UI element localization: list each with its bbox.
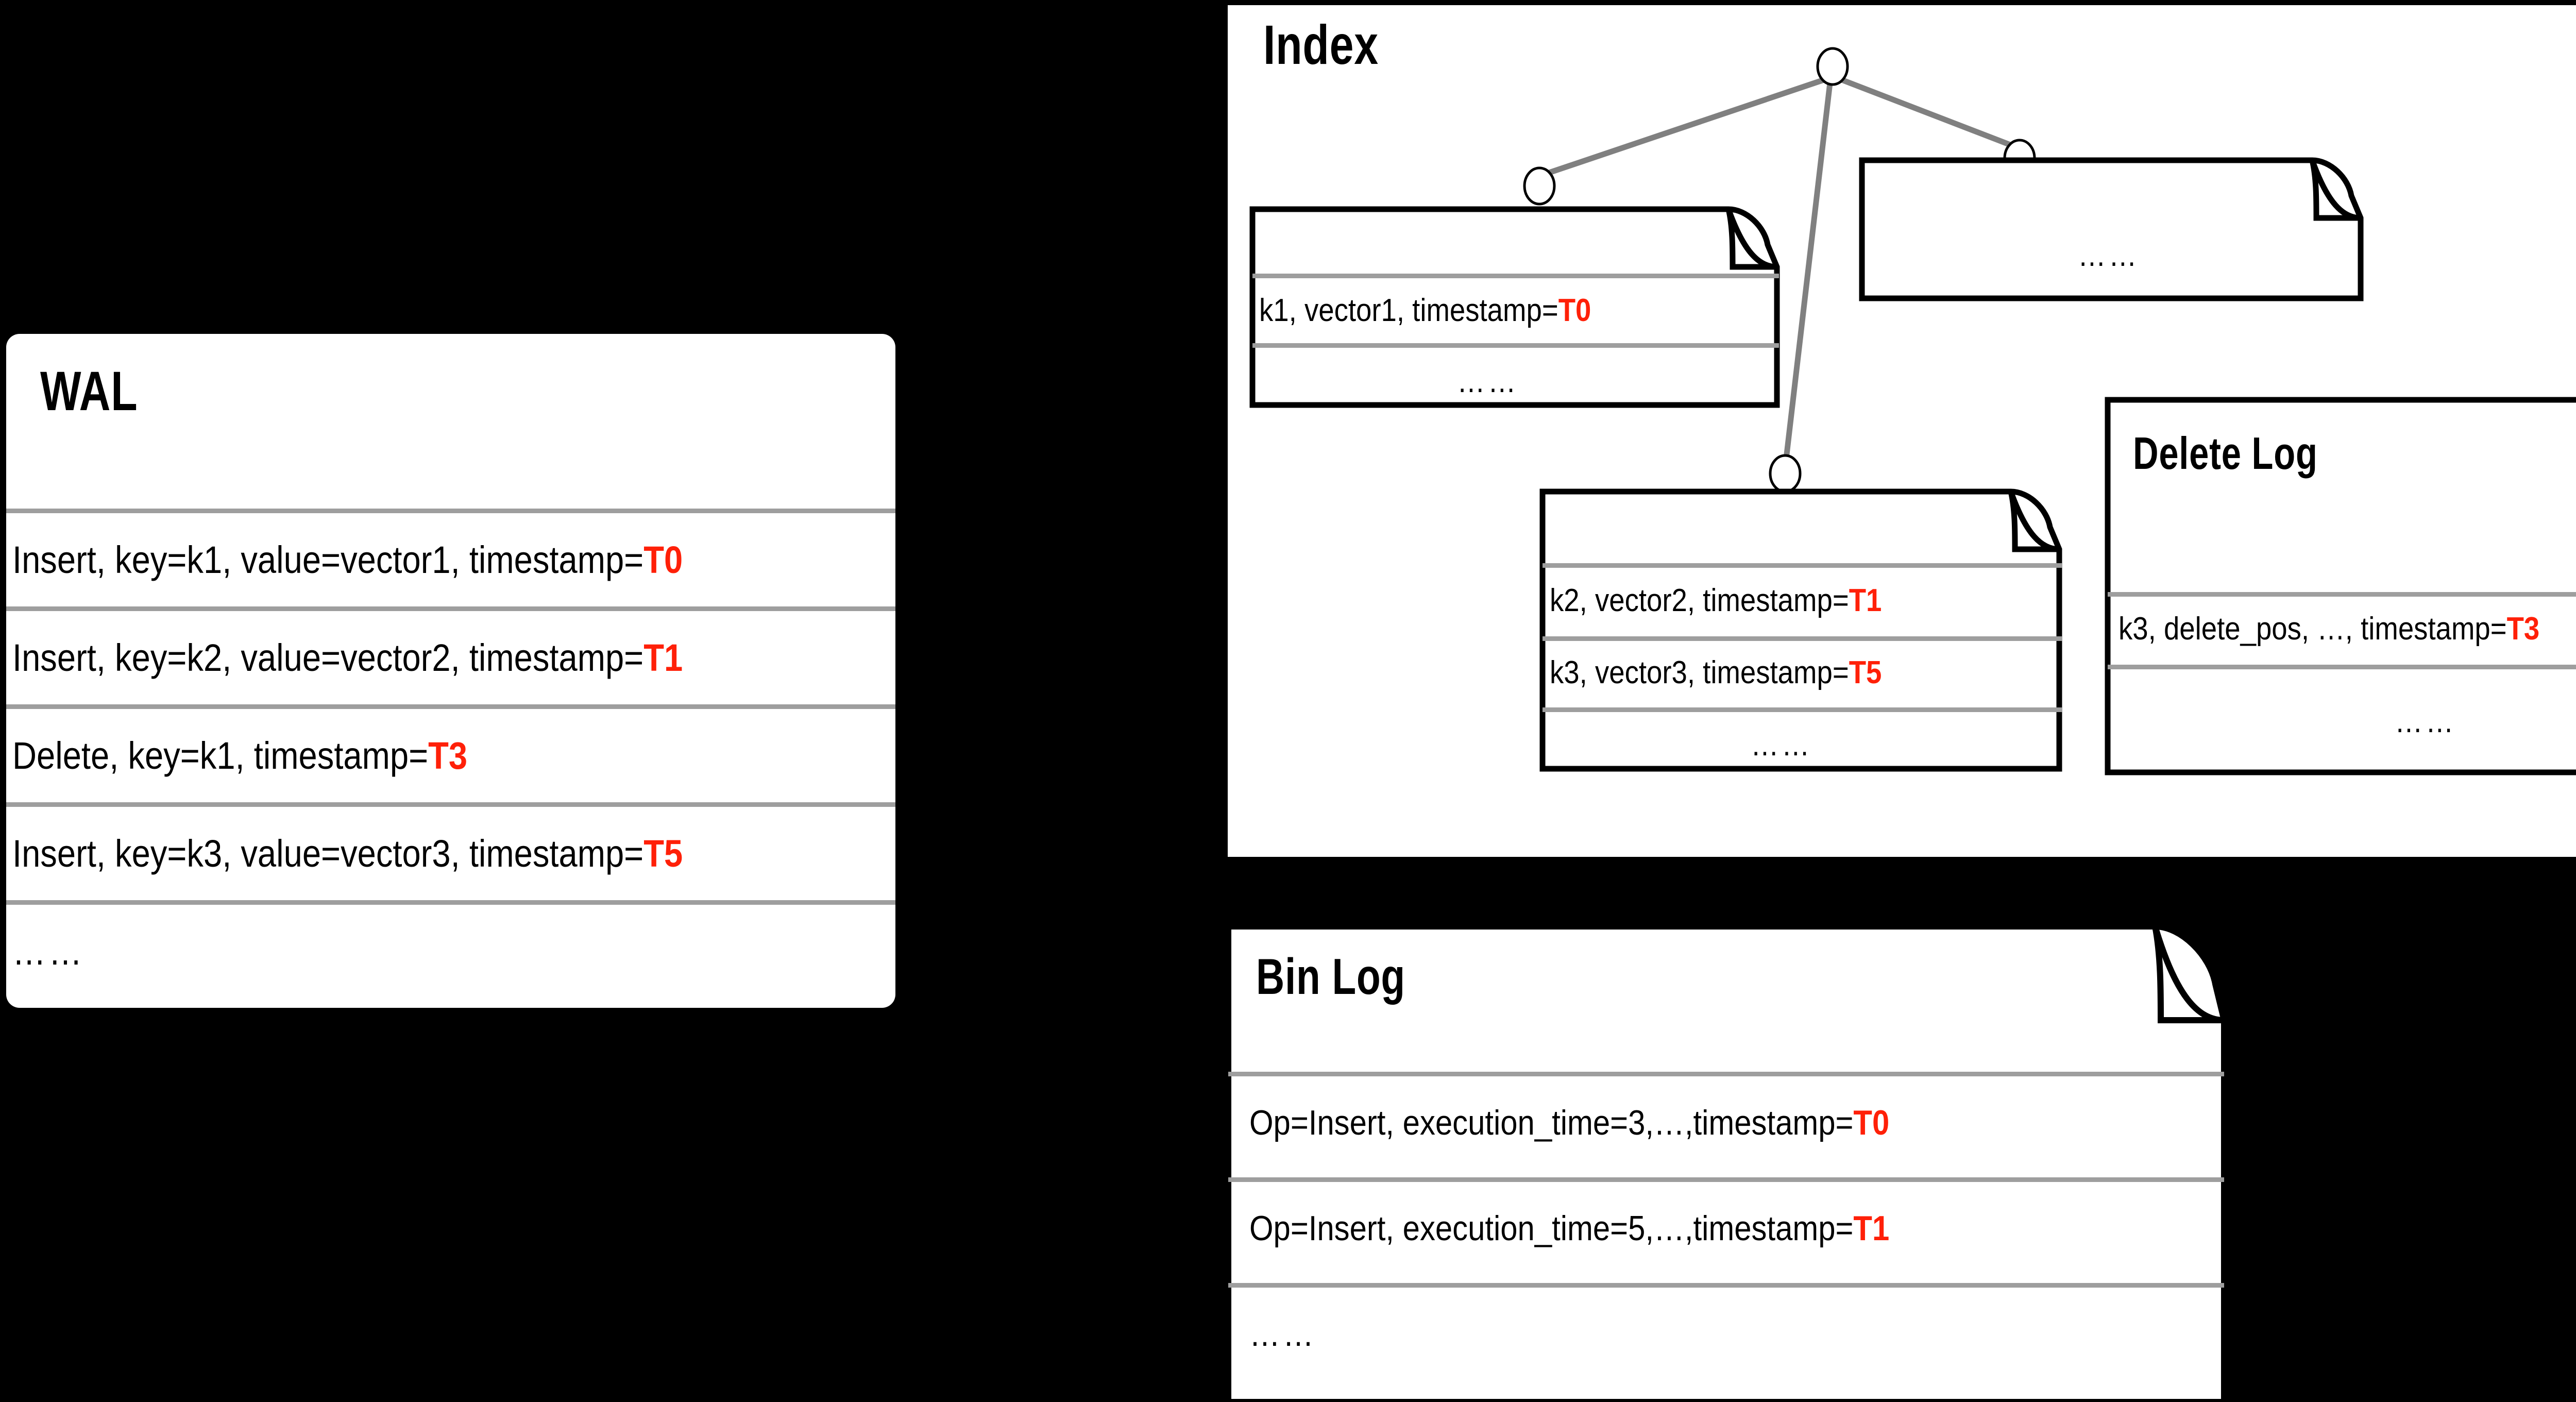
leaf-card-k2-k3-row-2-text: …… bbox=[1751, 727, 1812, 763]
bin-log-row-1: Op=Insert, execution_time=5,…,timestamp=… bbox=[1249, 1211, 1889, 1246]
leaf-card-ellipsis-row-0-text: …… bbox=[2078, 238, 2140, 273]
wal-panel bbox=[6, 334, 895, 1008]
tree-node-left bbox=[1523, 166, 1556, 206]
bin-log-separator bbox=[1228, 1072, 2224, 1076]
leaf-card-k1-row-1-text: …… bbox=[1457, 364, 1519, 399]
leaf-card-k2-k3-separator bbox=[1543, 563, 2062, 568]
bin-log-row-1-text: Op=Insert, execution_time=5,…,timestamp= bbox=[1249, 1209, 1854, 1248]
tree-edge-root-left bbox=[1547, 77, 1825, 176]
wal-row-3: Insert, key=k3, value=vector3, timestamp… bbox=[12, 835, 683, 873]
wal-row-3-timestamp: T5 bbox=[643, 832, 683, 875]
bin-log-row-1-timestamp: T1 bbox=[1853, 1209, 1890, 1248]
wal-row-separator bbox=[6, 509, 895, 513]
index-panel-title: Index bbox=[1263, 13, 1379, 76]
tree-edge-root-middle bbox=[1783, 82, 1833, 459]
leaf-card-k1-row-0: k1, vector1, timestamp=T0 bbox=[1259, 295, 1591, 327]
wal-row-4: …… bbox=[12, 933, 85, 971]
leaf-card-k1 bbox=[1249, 206, 1780, 408]
leaf-card-k2-k3-separator bbox=[1543, 707, 2062, 712]
leaf-card-k2-k3-separator bbox=[1543, 636, 2062, 641]
document-shape-with-fold bbox=[1859, 157, 2364, 301]
delete-log-card bbox=[2105, 397, 2576, 775]
wal-row-1: Insert, key=k2, value=vector2, timestamp… bbox=[12, 639, 683, 677]
leaf-card-k2-k3-row-1-timestamp: T5 bbox=[1849, 655, 1882, 690]
bin-log-row-2: …… bbox=[1249, 1316, 1316, 1352]
leaf-card-k2-k3-row-1: k3, vector3, timestamp=T5 bbox=[1550, 657, 1882, 689]
leaf-card-k1-row-0-text: k1, vector1, timestamp= bbox=[1259, 293, 1558, 328]
delete-log-separator bbox=[2108, 592, 2576, 597]
leaf-card-ellipsis bbox=[1859, 157, 2364, 301]
leaf-card-k1-row-0-timestamp: T0 bbox=[1558, 293, 1591, 328]
leaf-card-k2-k3-row-2: …… bbox=[1751, 729, 1812, 761]
fold-corner-icon bbox=[2152, 925, 2225, 1023]
bin-log-row-0-timestamp: T0 bbox=[1853, 1103, 1890, 1142]
tree-edge-root-right bbox=[1841, 77, 2014, 149]
delete-log-row-1: …… bbox=[2395, 706, 2456, 738]
wal-row-0-timestamp: T0 bbox=[643, 538, 683, 581]
leaf-card-k1-separator bbox=[1252, 274, 1779, 278]
bin-log-separator bbox=[1228, 1283, 2224, 1288]
bin-log-row-0-text: Op=Insert, execution_time=3,…,timestamp= bbox=[1249, 1103, 1854, 1142]
leaf-card-k1-row-1: …… bbox=[1457, 366, 1519, 398]
tree-node-middle bbox=[1769, 454, 1802, 493]
tree-node-root bbox=[1816, 47, 1849, 86]
delete-log-separator bbox=[2108, 665, 2576, 669]
wal-row-2: Delete, key=k1, timestamp=T3 bbox=[12, 737, 467, 775]
tree-nodes bbox=[1523, 47, 2036, 493]
delete-log-title: Delete Log bbox=[2133, 428, 2318, 479]
wal-row-2-text: Delete, key=k1, timestamp= bbox=[12, 734, 429, 777]
wal-row-separator bbox=[6, 606, 895, 611]
fold-corner-icon bbox=[2309, 159, 2361, 221]
wal-row-0: Insert, key=k1, value=vector1, timestamp… bbox=[12, 541, 683, 579]
wal-row-0-text: Insert, key=k1, value=vector1, timestamp… bbox=[12, 538, 644, 581]
leaf-card-k2-k3-row-0-timestamp: T1 bbox=[1849, 583, 1882, 618]
leaf-card-k2-k3 bbox=[1539, 488, 2062, 772]
bin-log-row-0: Op=Insert, execution_time=3,…,timestamp=… bbox=[1249, 1105, 1889, 1140]
document-shape-with-fold bbox=[2105, 397, 2576, 775]
wal-row-separator bbox=[6, 704, 895, 709]
wal-row-2-timestamp: T3 bbox=[428, 734, 468, 777]
leaf-card-k2-k3-row-1-text: k3, vector3, timestamp= bbox=[1550, 655, 1849, 690]
fold-corner-icon bbox=[1725, 208, 1777, 270]
leaf-card-k2-k3-row-0-text: k2, vector2, timestamp= bbox=[1550, 583, 1849, 618]
wal-row-separator bbox=[6, 802, 895, 807]
delete-log-row-0-timestamp: T3 bbox=[2506, 611, 2540, 647]
bin-log-row-2-text: …… bbox=[1249, 1314, 1317, 1354]
wal-row-1-timestamp: T1 bbox=[643, 636, 683, 679]
bin-log-title: Bin Log bbox=[1256, 948, 1405, 1005]
leaf-card-ellipsis-row-0: …… bbox=[2078, 240, 2140, 272]
fold-corner-icon bbox=[2008, 491, 2060, 552]
wal-row-4-text: …… bbox=[12, 930, 85, 973]
wal-panel-title: WAL bbox=[40, 360, 138, 422]
delete-log-row-0: k3, delete_pos, …, timestamp=T3 bbox=[2119, 613, 2539, 645]
leaf-card-k1-separator bbox=[1252, 343, 1779, 348]
tree-edges bbox=[1547, 77, 2014, 459]
leaf-card-k2-k3-row-0: k2, vector2, timestamp=T1 bbox=[1550, 585, 1882, 617]
wal-row-3-text: Insert, key=k3, value=vector3, timestamp… bbox=[12, 832, 644, 875]
wal-row-separator bbox=[6, 900, 895, 905]
bin-log-separator bbox=[1228, 1177, 2224, 1182]
delete-log-row-1-text: …… bbox=[2395, 704, 2456, 739]
delete-log-row-0-text: k3, delete_pos, …, timestamp= bbox=[2119, 611, 2507, 647]
wal-row-1-text: Insert, key=k2, value=vector2, timestamp… bbox=[12, 636, 644, 679]
